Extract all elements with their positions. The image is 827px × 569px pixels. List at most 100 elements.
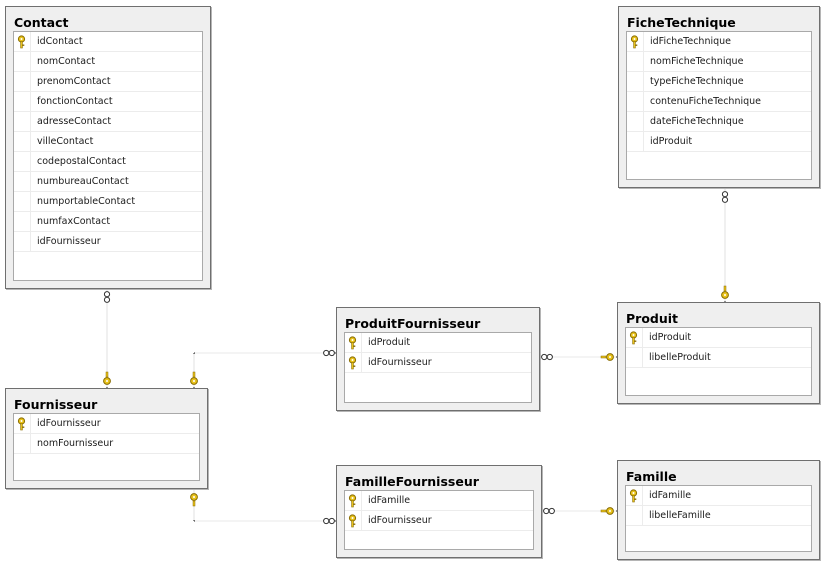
table-title: FicheTechnique [627, 15, 736, 30]
row-selector[interactable] [627, 72, 644, 91]
column-row[interactable]: idProduit [345, 333, 531, 353]
column-row[interactable]: idProduit [627, 132, 811, 152]
row-selector[interactable] [14, 414, 31, 433]
key-icon [348, 514, 357, 528]
row-selector[interactable] [14, 72, 31, 91]
column-row[interactable]: nomContact [14, 52, 202, 72]
infinity-icon [323, 349, 335, 357]
infinity-icon [543, 507, 555, 515]
key-icon [600, 507, 614, 515]
column-name: idFamille [649, 490, 692, 501]
row-selector[interactable] [14, 52, 31, 71]
column-name: numfaxContact [37, 216, 111, 227]
column-name: fonctionContact [37, 96, 113, 107]
column-list: idFicheTechnique nomFicheTechnique typeFic… [626, 31, 812, 180]
column-name: dateFicheTechnique [650, 116, 744, 127]
column-row[interactable]: idFournisseur [14, 232, 202, 252]
row-selector[interactable] [626, 328, 643, 347]
row-selector[interactable] [626, 486, 643, 505]
row-selector[interactable] [14, 172, 31, 191]
row-selector[interactable] [14, 152, 31, 171]
column-name: adresseContact [37, 116, 112, 127]
row-selector[interactable] [14, 232, 31, 251]
column-row[interactable]: idFamille [626, 486, 811, 506]
key-icon [629, 489, 638, 503]
row-selector[interactable] [626, 506, 643, 525]
relationship-famillefournisseur-fournisseur[interactable] [193, 489, 336, 522]
row-selector[interactable] [345, 511, 362, 530]
table-title: Fournisseur [14, 397, 98, 412]
column-row[interactable]: idFournisseur [345, 511, 533, 531]
row-selector[interactable] [14, 112, 31, 131]
column-name: villeContact [37, 136, 94, 147]
column-row[interactable]: idProduit [626, 328, 811, 348]
column-row[interactable]: nomFournisseur [14, 434, 199, 454]
key-icon [630, 35, 639, 49]
key-icon [190, 371, 198, 385]
column-row[interactable]: numportableContact [14, 192, 202, 212]
column-name: idFournisseur [368, 515, 432, 526]
infinity-icon [103, 291, 111, 303]
column-name: idProduit [650, 136, 693, 147]
table-fournisseur[interactable]: Fournisseur idFournisseur nomFournisseur [5, 388, 208, 489]
row-selector[interactable] [626, 348, 643, 367]
column-row[interactable]: codepostalContact [14, 152, 202, 172]
row-selector[interactable] [14, 132, 31, 151]
row-selector[interactable] [14, 212, 31, 231]
column-row[interactable]: numfaxContact [14, 212, 202, 232]
column-row[interactable]: dateFicheTechnique [627, 112, 811, 132]
infinity-icon [541, 353, 553, 361]
table-famillefournisseur[interactable]: FamilleFournisseur idFamille idFournisseur [336, 465, 542, 558]
table-title: Contact [14, 15, 69, 30]
row-selector[interactable] [14, 192, 31, 211]
row-selector[interactable] [345, 353, 362, 372]
row-selector[interactable] [14, 92, 31, 111]
column-row[interactable]: contenuFicheTechnique [627, 92, 811, 112]
key-icon [721, 285, 729, 299]
row-selector[interactable] [627, 112, 644, 131]
column-row[interactable]: villeContact [14, 132, 202, 152]
table-fichetechnique[interactable]: FicheTechnique idFicheTechnique nomFicheTe… [618, 6, 820, 188]
column-row[interactable]: libelleFamille [626, 506, 811, 526]
infinity-icon [323, 517, 335, 525]
column-row[interactable]: typeFicheTechnique [627, 72, 811, 92]
column-name: idProduit [649, 332, 692, 343]
column-row[interactable]: nomFicheTechnique [627, 52, 811, 72]
column-row[interactable]: idFournisseur [14, 414, 199, 434]
column-row[interactable]: idFournisseur [345, 353, 531, 373]
column-row[interactable]: adresseContact [14, 112, 202, 132]
column-row[interactable]: fonctionContact [14, 92, 202, 112]
row-selector[interactable] [627, 52, 644, 71]
infinity-icon [721, 191, 729, 203]
key-icon [348, 356, 357, 370]
table-title: FamilleFournisseur [345, 474, 479, 489]
row-selector[interactable] [14, 434, 31, 453]
row-selector[interactable] [627, 32, 644, 51]
column-row[interactable]: libelleProduit [626, 348, 811, 368]
row-selector[interactable] [345, 333, 362, 352]
column-row[interactable]: idContact [14, 32, 202, 52]
row-selector[interactable] [627, 132, 644, 151]
relationship-produitfournisseur-fournisseur[interactable] [193, 352, 336, 388]
column-list: idFamille libelleFamille [625, 485, 812, 552]
column-name: codepostalContact [37, 156, 126, 167]
column-row[interactable]: idFicheTechnique [627, 32, 811, 52]
row-selector[interactable] [14, 32, 31, 51]
key-icon [103, 371, 111, 385]
column-row[interactable]: prenomContact [14, 72, 202, 92]
column-name: contenuFicheTechnique [650, 96, 762, 107]
column-row[interactable]: numbureauContact [14, 172, 202, 192]
column-name: nomFournisseur [37, 438, 114, 449]
column-name: nomFicheTechnique [650, 56, 744, 67]
column-row[interactable]: idFamille [345, 491, 533, 511]
row-selector[interactable] [345, 491, 362, 510]
row-selector[interactable] [627, 92, 644, 111]
column-name: typeFicheTechnique [650, 76, 744, 87]
